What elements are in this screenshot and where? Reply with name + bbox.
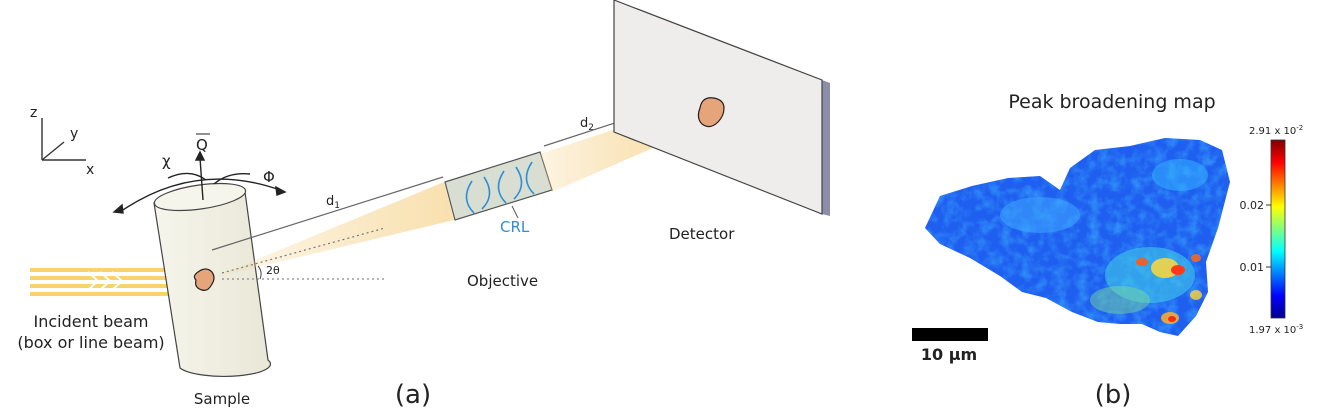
- sample-grain: [193, 268, 215, 291]
- two-theta-arc: [257, 265, 262, 280]
- colorbar-low-label: 0.01: [1240, 261, 1265, 274]
- peak-broadening-map: [925, 138, 1230, 336]
- coordinate-axes: [41, 118, 86, 161]
- incident-beam-label-line1: Incident beam: [34, 312, 149, 331]
- objective-label: Objective: [467, 272, 538, 290]
- incident-beam: [30, 268, 180, 296]
- colorbar-max-label: 2.91 x 10-2: [1249, 124, 1303, 137]
- colorbar-high-label: 0.02: [1240, 199, 1265, 212]
- axis-y-label: y: [70, 126, 78, 142]
- scale-bar: [912, 328, 988, 341]
- sample-label: Sample: [194, 390, 250, 408]
- scale-bar-label: 10 µm: [921, 345, 977, 364]
- rotation-arrows: [112, 150, 287, 214]
- colorbar: [1270, 139, 1286, 319]
- axis-z-label: z: [30, 105, 37, 121]
- d2-label: d2: [580, 116, 594, 133]
- d1-label: d1: [326, 194, 340, 211]
- detector-label: Detector: [669, 225, 735, 243]
- map-title: Peak broadening map: [1008, 91, 1215, 113]
- q-vector-label: Q: [196, 136, 208, 154]
- two-theta-label: 2θ: [266, 264, 280, 277]
- chi-label: χ: [162, 152, 171, 170]
- crl-label: CRL: [500, 218, 530, 236]
- panel-b-label: (b): [1095, 380, 1132, 410]
- detector-grain: [697, 97, 725, 128]
- panel-a-label: (a): [395, 380, 431, 410]
- diffracted-beam-1: [212, 182, 454, 278]
- incident-beam-label-line2: (box or line beam): [17, 333, 164, 352]
- phi-label: Φ: [263, 168, 275, 186]
- objective-crl: [444, 151, 553, 221]
- d1-line: [211, 176, 444, 251]
- beam-axis-dotted: [221, 227, 386, 274]
- colorbar-min-label: 1.97 x 10-3: [1249, 323, 1303, 336]
- axis-x-label: x: [86, 162, 94, 178]
